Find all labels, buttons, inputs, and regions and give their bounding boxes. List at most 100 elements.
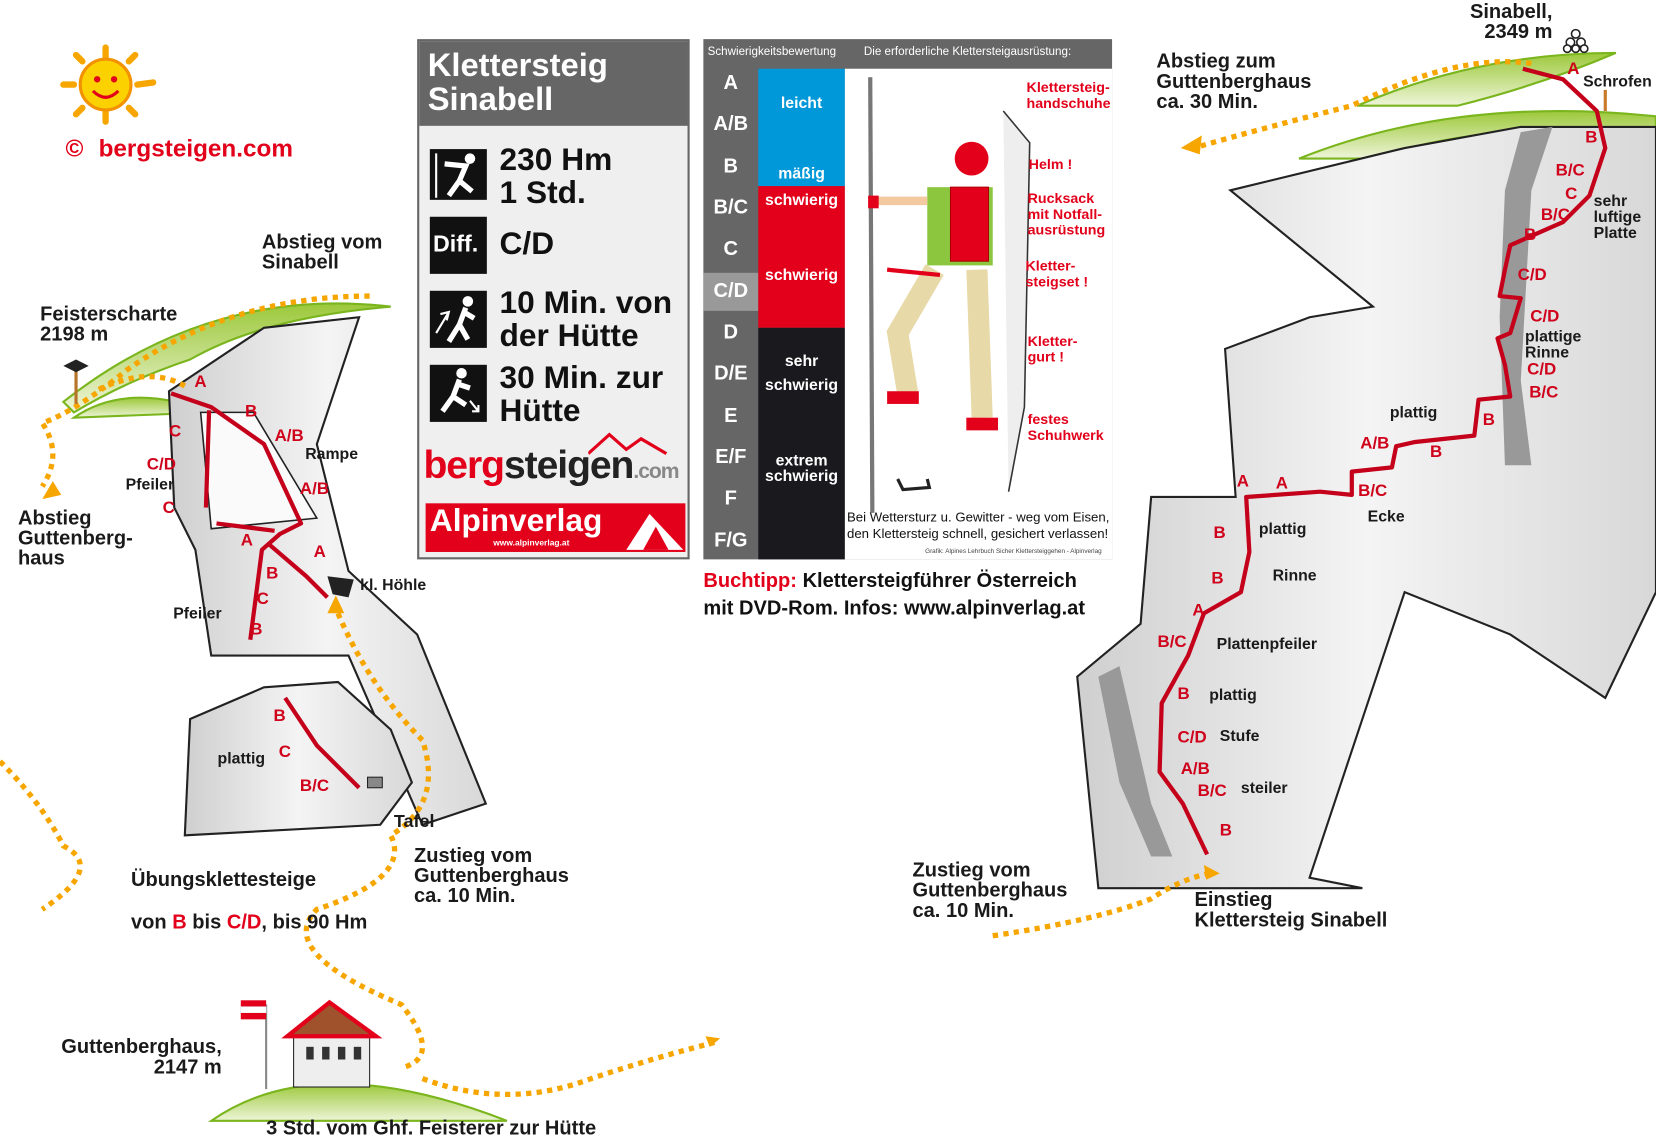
- duration: 1 Std.: [499, 175, 586, 211]
- band-very-difficult: sehr schwierig extrem schwierig: [758, 327, 845, 560]
- difficulty-scale-panel: Schwierigkeitsbewertung Die erforderlich…: [703, 39, 1113, 560]
- weather-warning: Bei Wettersturz u. Gewitter - weg vom Ei…: [847, 509, 1109, 543]
- grade-c: C: [723, 237, 739, 261]
- band-label-maessig: mäßig: [778, 164, 825, 183]
- route-grade: A: [1567, 60, 1580, 79]
- route-note: Tafel: [393, 811, 435, 832]
- descent-to-hut-label: Abstieg Guttenberg- haus: [17, 507, 133, 570]
- climber-icon: [429, 149, 487, 200]
- label-harness: Kletter- gurt !: [1027, 333, 1078, 365]
- route-note: Pfeiler: [173, 604, 222, 623]
- grade-a: A: [723, 71, 739, 95]
- grade-bc: B/C: [713, 196, 749, 219]
- label-footwear: festes Schuhwerk: [1027, 411, 1104, 444]
- alpinverlag-logo[interactable]: Alpinverlag www.alpinverlag.at: [425, 503, 686, 552]
- practice-grade-b: B: [172, 911, 187, 934]
- bergsteigen-logo[interactable]: bergsteigen.com: [423, 443, 679, 487]
- grade-fg: F/G: [714, 529, 748, 552]
- grade-b: B: [723, 155, 739, 178]
- route-grade: B: [266, 564, 279, 583]
- route-grade: A: [194, 373, 207, 392]
- route-grade: A/B: [274, 427, 304, 446]
- logo-steigen: steigen: [503, 443, 634, 487]
- route-grade: B: [1211, 569, 1224, 588]
- route-grade: A: [1275, 474, 1288, 493]
- climber-illustration-icon: [868, 77, 1031, 513]
- label-backpack: Rucksack mit Notfall- ausrüstung: [1027, 190, 1106, 238]
- grade-ab: A/B: [713, 113, 749, 136]
- route-note: plattig: [1209, 686, 1257, 705]
- route-note: plattig: [1389, 403, 1438, 422]
- route-grade: C/D: [1177, 728, 1207, 747]
- route-note: steiler: [1240, 779, 1288, 798]
- graphic-credit: Grafik: Alpines Lehrbuch Sicher Kletters…: [925, 548, 1102, 556]
- publisher-name: Alpinverlag: [429, 503, 603, 539]
- route-grade: B: [1219, 821, 1233, 840]
- route-note: sehr luftige Platte: [1593, 192, 1642, 243]
- book-tip-info[interactable]: mit DVD-Rom. Infos: www.alpinverlag.at: [703, 597, 1086, 620]
- title-line-2: Sinabell: [427, 80, 554, 118]
- route-grade: B/C: [1197, 782, 1227, 801]
- grade-cd: C/D: [713, 280, 749, 303]
- label-via-ferrata-set: Kletter- steigset !: [1025, 258, 1089, 290]
- label-gloves: Klettersteig- handschuhe: [1026, 79, 1111, 112]
- band-label-sehr-schwierig: sehr schwierig: [765, 352, 839, 395]
- brand-site-link[interactable]: bergsteigen.com: [98, 134, 293, 162]
- route-grade: A: [240, 531, 254, 550]
- hut-label: Guttenberghaus, 2147 m: [61, 1036, 222, 1079]
- band-label-schwierig-2: schwierig: [765, 266, 839, 285]
- copyright-notice: © bergsteigen.com: [65, 134, 292, 163]
- route-grade: B/C: [299, 777, 330, 796]
- publisher-url: www.alpinverlag.at: [493, 538, 570, 548]
- approach-line-1: 10 Min. von: [499, 285, 673, 321]
- approach-right-label: Zustieg vom Guttenberghaus ca. 10 Min.: [912, 859, 1068, 923]
- route-grade: B: [1177, 685, 1190, 704]
- route-grade: B/C: [1555, 161, 1585, 180]
- descent-right-label: Abstieg zum Guttenberghaus ca. 30 Min.: [1156, 50, 1312, 114]
- route-note: kl. Höhle: [360, 576, 427, 595]
- route-note: Pfeiler: [125, 475, 175, 494]
- difficulty-value: C/D: [499, 226, 555, 262]
- equipment-header: Die erforderliche Klettersteigausrüstung…: [863, 45, 1072, 59]
- practice-height: , bis 90 Hm: [261, 911, 368, 934]
- route-grade: C: [256, 590, 269, 609]
- route-grade: B/C: [1540, 206, 1570, 225]
- grade-de: D/E: [714, 362, 748, 385]
- route-grade: A: [1236, 472, 1249, 491]
- start-label: Einstieg Klettersteig Sinabell: [1194, 889, 1388, 932]
- route-grade: C: [1565, 185, 1578, 204]
- route-grade: B: [250, 620, 263, 639]
- route-grade: C/D: [1527, 360, 1557, 379]
- book-tip-label: Buchtipp:: [703, 569, 797, 593]
- practice-line-1: Übungsklettesteige: [130, 869, 317, 892]
- difficulty-badge: Diff.: [429, 216, 487, 274]
- title-line-1: Klettersteig: [427, 46, 608, 84]
- feisterscharte-label: Feisterscharte 2198 m: [40, 303, 178, 346]
- route-grade: B: [273, 707, 286, 726]
- logo-berg: berg: [423, 443, 505, 487]
- approach-line-2: der Hütte: [499, 318, 639, 354]
- route-grade: B: [245, 402, 258, 421]
- descent-from-summit-label: Abstieg vom Sinabell: [261, 231, 383, 274]
- ascent-hiker-icon: [429, 290, 487, 348]
- route-grade: C: [278, 743, 292, 762]
- equipment-illustration: [844, 68, 1113, 560]
- route-note: Rampe: [305, 445, 359, 464]
- route-grade: B: [1523, 226, 1537, 245]
- copyright-symbol: ©: [65, 134, 84, 162]
- band-difficult: schwierig schwierig: [758, 186, 845, 328]
- band-label-schwierig-1: schwierig: [765, 191, 839, 210]
- route-note: plattig: [1258, 520, 1307, 539]
- route-grade: B: [1585, 129, 1598, 147]
- difficulty-badge-label: Diff.: [433, 230, 479, 257]
- highlighted-grade-row: [703, 272, 759, 311]
- summit-cairn-icon: [1562, 28, 1589, 54]
- descent-line-1: 30 Min. zur: [499, 360, 664, 396]
- alpinverlag-mountain-icon: [626, 513, 684, 550]
- route-grade: C/D: [1517, 266, 1547, 285]
- route-grade: A/B: [299, 480, 330, 499]
- practice-routes-label: Übungsklettesteige von B bis C/D, bis 90…: [131, 849, 367, 955]
